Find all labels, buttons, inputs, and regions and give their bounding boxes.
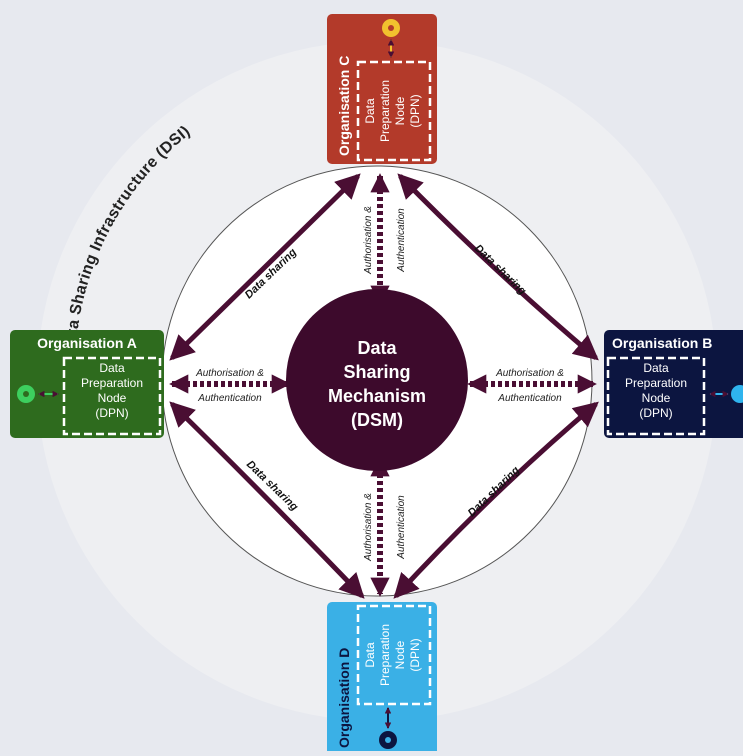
dsm-circle — [286, 289, 468, 471]
gear-icon — [731, 385, 743, 403]
svg-text:Node: Node — [642, 391, 671, 405]
dsm-line-4: (DSM) — [351, 410, 403, 430]
org-d-box — [327, 602, 437, 756]
svg-text:(DPN): (DPN) — [408, 638, 422, 671]
arrow-c-a — [169, 173, 361, 361]
org-c-dpn-text: Data Preparation Node (DPN) — [363, 80, 422, 142]
organisation-b: Organisation B Data Preparation Node (DP… — [604, 330, 743, 438]
svg-text:Preparation: Preparation — [378, 624, 392, 686]
auth-a-line2: Authentication — [197, 393, 262, 404]
svg-text:(DPN): (DPN) — [639, 406, 672, 420]
auth-labels: Authorisation & Authentication Authorisa… — [195, 206, 564, 562]
organisation-d: Organisation D Data Preparation Node (DP… — [327, 602, 437, 756]
svg-text:(DPN): (DPN) — [95, 406, 128, 420]
svg-text:Data: Data — [363, 642, 377, 668]
auth-d-line2: Authentication — [396, 495, 407, 560]
org-a-title: Organisation A — [37, 335, 137, 351]
svg-text:Data: Data — [99, 361, 125, 375]
org-c-title: Organisation C — [336, 56, 352, 156]
org-b-dpn-text: Data Preparation Node (DPN) — [625, 361, 687, 420]
svg-text:Preparation: Preparation — [378, 80, 392, 142]
data-sharing-arrows — [169, 173, 599, 599]
dsm-node: Data Sharing Mechanism (DSM) — [286, 289, 468, 471]
dsm-line-3: Mechanism — [328, 386, 426, 406]
gear-icon — [379, 731, 397, 749]
auth-c-line2: Authentication — [396, 208, 407, 273]
org-c-box — [327, 14, 437, 164]
org-b-title: Organisation B — [612, 335, 712, 351]
auth-connectors — [169, 173, 597, 597]
auth-a-line1: Authorisation & — [195, 368, 264, 379]
svg-text:Data: Data — [363, 98, 377, 124]
auth-b-line1: Authorisation & — [495, 368, 564, 379]
gear-icon — [17, 385, 35, 403]
arrow-a-d — [169, 401, 365, 599]
svg-text:Data: Data — [643, 361, 669, 375]
gear-icon — [382, 19, 400, 37]
svg-text:Preparation: Preparation — [625, 376, 687, 390]
svg-text:(DPN): (DPN) — [408, 94, 422, 127]
arrow-b-d — [393, 401, 599, 599]
auth-b-line2: Authentication — [497, 393, 562, 404]
svg-text:Node: Node — [98, 391, 127, 405]
arrow-c-b — [397, 173, 599, 361]
svg-text:Node: Node — [393, 640, 407, 669]
org-d-dpn-text: Data Preparation Node (DPN) — [363, 624, 422, 686]
svg-text:Preparation: Preparation — [81, 376, 143, 390]
organisation-c: Organisation C Data Preparation Node (DP… — [327, 14, 437, 164]
org-b-dpn-box — [606, 356, 706, 436]
auth-d-line1: Authorisation & — [363, 493, 374, 562]
svg-text:Node: Node — [393, 96, 407, 125]
org-a-dpn-text: Data Preparation Node (DPN) — [81, 361, 143, 420]
dsm-line-2: Sharing — [343, 362, 410, 382]
org-a-dpn-box — [62, 356, 162, 436]
dsm-line-1: Data — [357, 338, 397, 358]
org-c-dpn-box — [356, 60, 432, 162]
org-d-dpn-box — [356, 604, 432, 706]
organisation-a: Organisation A Data Preparation Node (DP… — [10, 330, 164, 438]
auth-c-line1: Authorisation & — [363, 206, 374, 275]
org-d-title: Organisation D — [336, 648, 352, 748]
